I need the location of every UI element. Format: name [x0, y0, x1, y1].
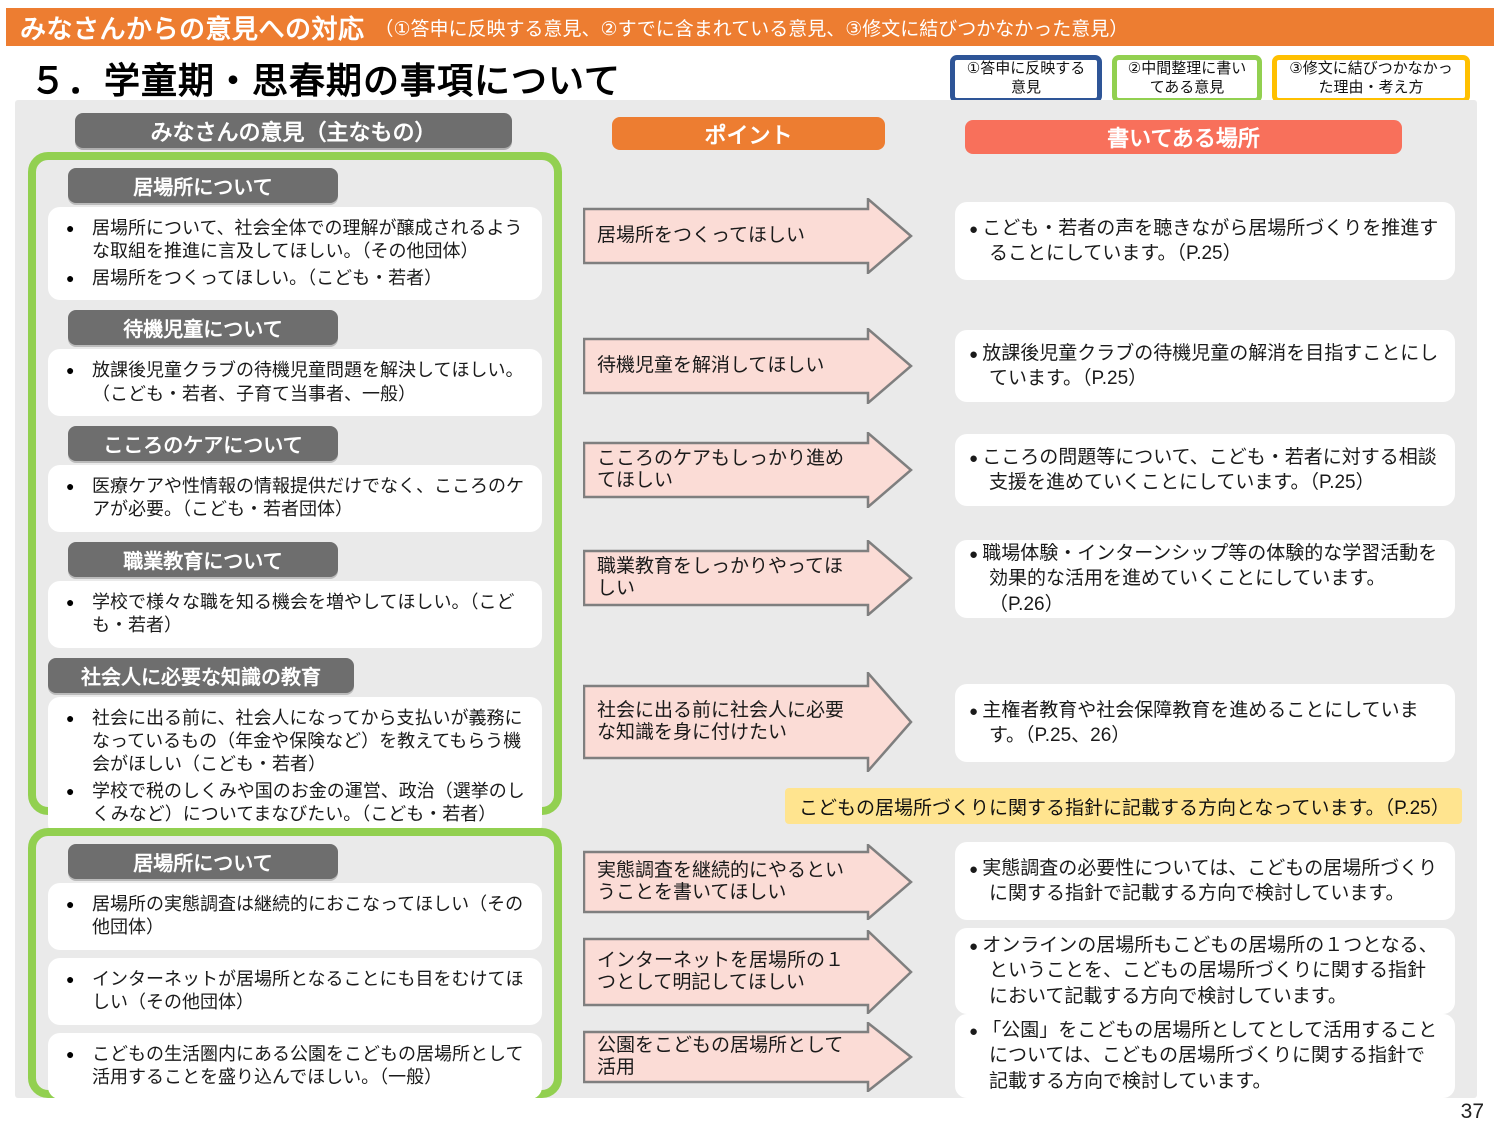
opinion-tag-ibasho: 居場所について — [68, 168, 338, 203]
arrow-right-icon — [583, 1022, 913, 1092]
opinion-item: 学校で税のしくみや国のお金の運営、政治（選挙のしくみなど）についてまなびたい。（… — [56, 780, 530, 827]
opinion-group-box-2: 居場所について 居場所の実態調査は継続的におこなってほしい（その他団体） インタ… — [28, 828, 562, 1100]
point-arrow: こころのケアもしっかり進めてほしい — [583, 432, 913, 508]
opinion-group-box-1: 居場所について 居場所について、社会全体での理解が醸成されるような取組を推進に言… — [28, 152, 562, 837]
opinion-item: インターネットが居場所となることにも目をむけてほしい（その他団体） — [56, 968, 530, 1015]
opinion-card: 居場所について、社会全体での理解が醸成されるような取組を推進に言及してほしい。（… — [48, 207, 542, 301]
opinion-item: 居場所について、社会全体での理解が醸成されるような取組を推進に言及してほしい。（… — [56, 217, 530, 264]
point-arrow-label: インターネットを居場所の１つとして明記してほしい — [597, 949, 845, 993]
opinion-item: こどもの生活圏内にある公園をこどもの居場所として活用することを盛り込んでほしい。… — [56, 1043, 530, 1090]
opinion-item: 学校で様々な職を知る機会を増やしてほしい。（こども・若者） — [56, 591, 530, 638]
response-card: 主権者教育や社会保障教育を進めることにしています。（P.25、26） — [955, 684, 1455, 762]
point-arrow-label: こころのケアもしっかり進めてほしい — [597, 447, 845, 491]
opinion-card: 学校で様々な職を知る機会を増やしてほしい。（こども・若者） — [48, 580, 542, 648]
point-arrow-label: 実態調査を継続的にやるということを書いてほしい — [597, 859, 845, 903]
point-arrow: 社会に出る前に社会人に必要な知識を身に付けたい — [583, 672, 913, 772]
legend-label: ③修文に結びつかなかった理由・考え方 — [1289, 60, 1453, 96]
response-text: オンラインの居場所もこどもの居場所の１つとなる、ということを、こどもの居場所づく… — [969, 933, 1441, 1009]
point-arrow-label: 居場所をつくってほしい — [597, 224, 806, 246]
opinion-card: インターネットが居場所となることにも目をむけてほしい（その他団体） — [48, 957, 542, 1025]
arrow-right-icon — [583, 198, 913, 274]
response-card: 職場体験・インターンシップ等の体験的な学習活動を効果的な活用を進めていくことにし… — [955, 540, 1455, 618]
main-panel: みなさんの意見（主なもの） ポイント 書いてある場所 居場所について 居場所につ… — [15, 100, 1477, 1100]
opinion-item: 居場所の実態調査は継続的におこなってほしい（その他団体） — [56, 893, 530, 940]
point-arrow-label: 職業教育をしっかりやってほしい — [597, 555, 844, 599]
opinions-column-header: みなさんの意見（主なもの） — [75, 113, 512, 148]
arrow-right-icon — [583, 328, 913, 404]
opinion-item: 放課後児童クラブの待機児童問題を解決してほしい。（こども・若者、子育て当事者、一… — [56, 359, 530, 406]
point-arrow-label: 社会に出る前に社会人に必要な知識を身に付けたい — [597, 699, 845, 743]
note-bar: こどもの居場所づくりに関する指針に記載する方向となっています。（P.25） — [785, 788, 1462, 824]
top-banner: みなさんからの意見への対応 （①答申に反映する意見、②すでに含まれている意見、③… — [6, 8, 1494, 46]
response-text: こども・若者の声を聴きながら居場所づくりを推進することにしています。（P.25） — [969, 216, 1441, 267]
legend-label: ②中間整理に書いてある意見 — [1127, 60, 1247, 96]
legend-already-included-opinions: ②中間整理に書いてある意見 — [1112, 55, 1262, 103]
opinion-card: 社会に出る前に、社会人になってから支払いが義務になっているもの（年金や保険など）… — [48, 696, 542, 837]
arrow-right-icon — [583, 930, 913, 1014]
response-card: 「公園」をこどもの居場所としてとして活用することについては、こどもの居場所づくり… — [955, 1014, 1455, 1098]
response-text: 実態調査の必要性については、こどもの居場所づくりに関する指針で記載する方向で検討… — [969, 856, 1441, 907]
page-title: ５．学童期・思春期の事項について — [30, 60, 621, 101]
point-arrow: 公園をこどもの居場所として活用 — [583, 1022, 913, 1092]
opinion-tag-shakaijin-chishiki: 社会人に必要な知識の教育 — [48, 657, 354, 693]
points-column-header: ポイント — [612, 117, 885, 150]
arrow-right-icon — [583, 432, 913, 508]
response-card: こころの問題等について、こども・若者に対する相談支援を進めていくことにしています… — [955, 434, 1455, 506]
legend-reflected-opinions: ①答申に反映する意見 — [950, 55, 1102, 103]
opinion-tag-shokugyo-kyoiku: 職業教育について — [68, 541, 338, 577]
banner-subtitle: （①答申に反映する意見、②すでに含まれている意見、③修文に結びつかなかった意見） — [374, 18, 1129, 40]
opinion-tag-ibasho-2: 居場所について — [68, 844, 338, 879]
response-card: 放課後児童クラブの待機児童の解消を目指すことにしています。（P.25） — [955, 330, 1455, 402]
opinion-item: 居場所をつくってほしい。（こども・若者） — [56, 267, 530, 290]
opinion-card: 医療ケアや性情報の情報提供だけでなく、こころのケアが必要。（こども・若者団体） — [48, 464, 542, 532]
response-card: 実態調査の必要性については、こどもの居場所づくりに関する指針で記載する方向で検討… — [955, 842, 1455, 920]
point-arrow: 職業教育をしっかりやってほしい — [583, 540, 913, 616]
point-arrow: 居場所をつくってほしい — [583, 198, 913, 274]
locations-column-header: 書いてある場所 — [965, 120, 1402, 154]
arrow-right-icon — [583, 540, 913, 616]
opinion-card: 放課後児童クラブの待機児童問題を解決してほしい。（こども・若者、子育て当事者、一… — [48, 349, 542, 416]
response-text: 放課後児童クラブの待機児童の解消を目指すことにしています。（P.25） — [969, 341, 1441, 392]
response-card: オンラインの居場所もこどもの居場所の１つとなる、ということを、こどもの居場所づく… — [955, 928, 1455, 1014]
point-arrow: 実態調査を継続的にやるということを書いてほしい — [583, 844, 913, 920]
page-number: 37 — [1460, 1100, 1484, 1123]
arrow-right-icon — [583, 844, 913, 920]
arrow-right-icon — [583, 672, 913, 772]
point-arrow-label: 公園をこどもの居場所として活用 — [597, 1034, 844, 1078]
opinion-item: 医療ケアや性情報の情報提供だけでなく、こころのケアが必要。（こども・若者団体） — [56, 475, 530, 522]
response-text: こころの問題等について、こども・若者に対する相談支援を進めていくことにしています… — [969, 445, 1441, 496]
legend-not-reflected-reasons: ③修文に結びつかなかった理由・考え方 — [1272, 55, 1470, 103]
legend-label: ①答申に反映する意見 — [966, 60, 1086, 96]
opinion-card: 居場所の実態調査は継続的におこなってほしい（その他団体） — [48, 883, 542, 950]
opinion-tag-taiki-jido: 待機児童について — [68, 310, 338, 346]
response-card: こども・若者の声を聴きながら居場所づくりを推進することにしています。（P.25） — [955, 202, 1455, 280]
banner-title: みなさんからの意見への対応 — [20, 13, 365, 44]
response-text: 主権者教育や社会保障教育を進めることにしています。（P.25、26） — [969, 698, 1441, 749]
point-arrow-label: 待機児童を解消してほしい — [597, 354, 825, 376]
point-arrow: インターネットを居場所の１つとして明記してほしい — [583, 930, 913, 1014]
response-text: 職場体験・インターンシップ等の体験的な学習活動を効果的な活用を進めていくことにし… — [969, 541, 1441, 617]
response-text: 「公園」をこどもの居場所としてとして活用することについては、こどもの居場所づくり… — [969, 1018, 1441, 1094]
opinion-tag-kokoro-care: こころのケアについて — [68, 425, 338, 461]
opinion-item: 社会に出る前に、社会人になってから支払いが義務になっているもの（年金や保険など）… — [56, 707, 530, 777]
point-arrow: 待機児童を解消してほしい — [583, 328, 913, 404]
opinion-card: こどもの生活圏内にある公園をこどもの居場所として活用することを盛り込んでほしい。… — [48, 1032, 542, 1100]
